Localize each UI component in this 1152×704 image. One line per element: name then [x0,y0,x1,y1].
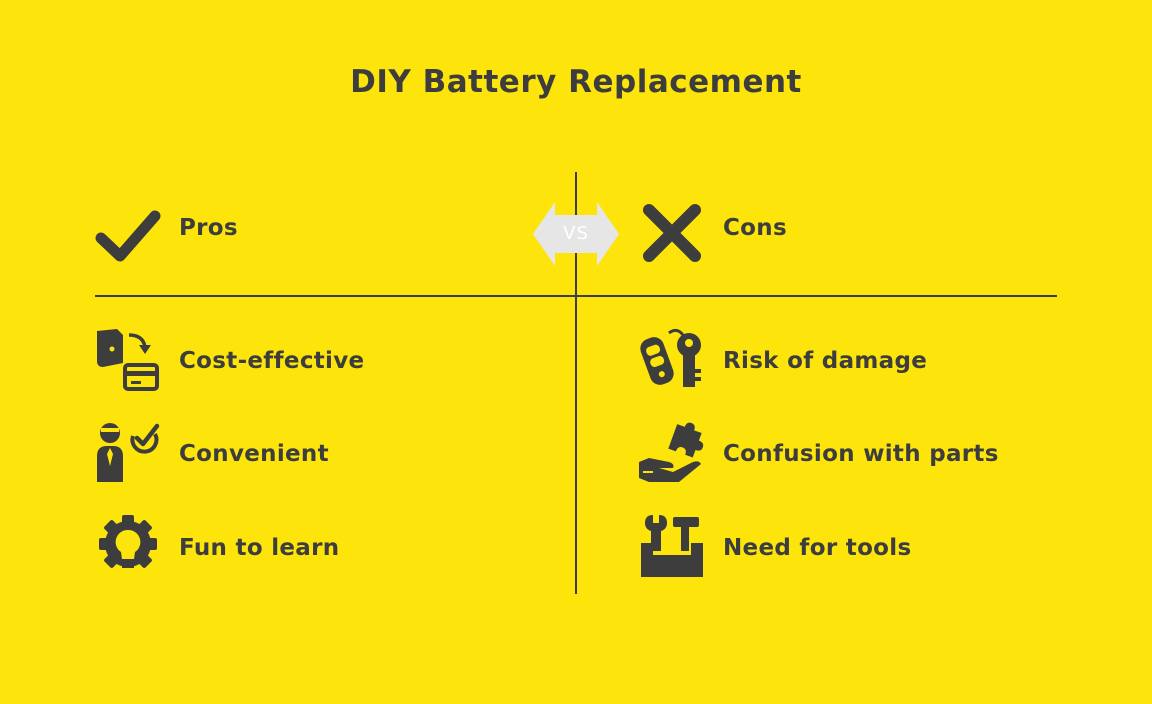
car-key-icon [639,327,705,393]
toolbox-icon [639,513,705,579]
gear-bulb-icon [95,513,161,579]
header-divider [95,295,1057,297]
x-mark-icon [639,200,705,266]
diagram-title: DIY Battery Replacement [350,64,802,100]
vs-label: VS [563,223,589,244]
checkmark-icon [95,200,161,266]
cons-item-need-for-tools: Need for tools [723,535,912,561]
hand-puzzle-icon [639,420,705,486]
cons-header: Cons [723,215,787,241]
cons-item-confusion-with-parts: Confusion with parts [723,441,999,467]
center-divider [575,172,577,594]
wallet-card-icon [95,327,161,393]
pros-header: Pros [179,215,238,241]
person-check-icon [95,420,161,486]
pros-item-cost-effective: Cost-effective [179,348,365,374]
pros-item-convenient: Convenient [179,441,329,467]
cons-item-risk-of-damage: Risk of damage [723,348,928,374]
vs-badge-icon [533,202,619,266]
pros-item-fun-to-learn: Fun to learn [179,535,340,561]
